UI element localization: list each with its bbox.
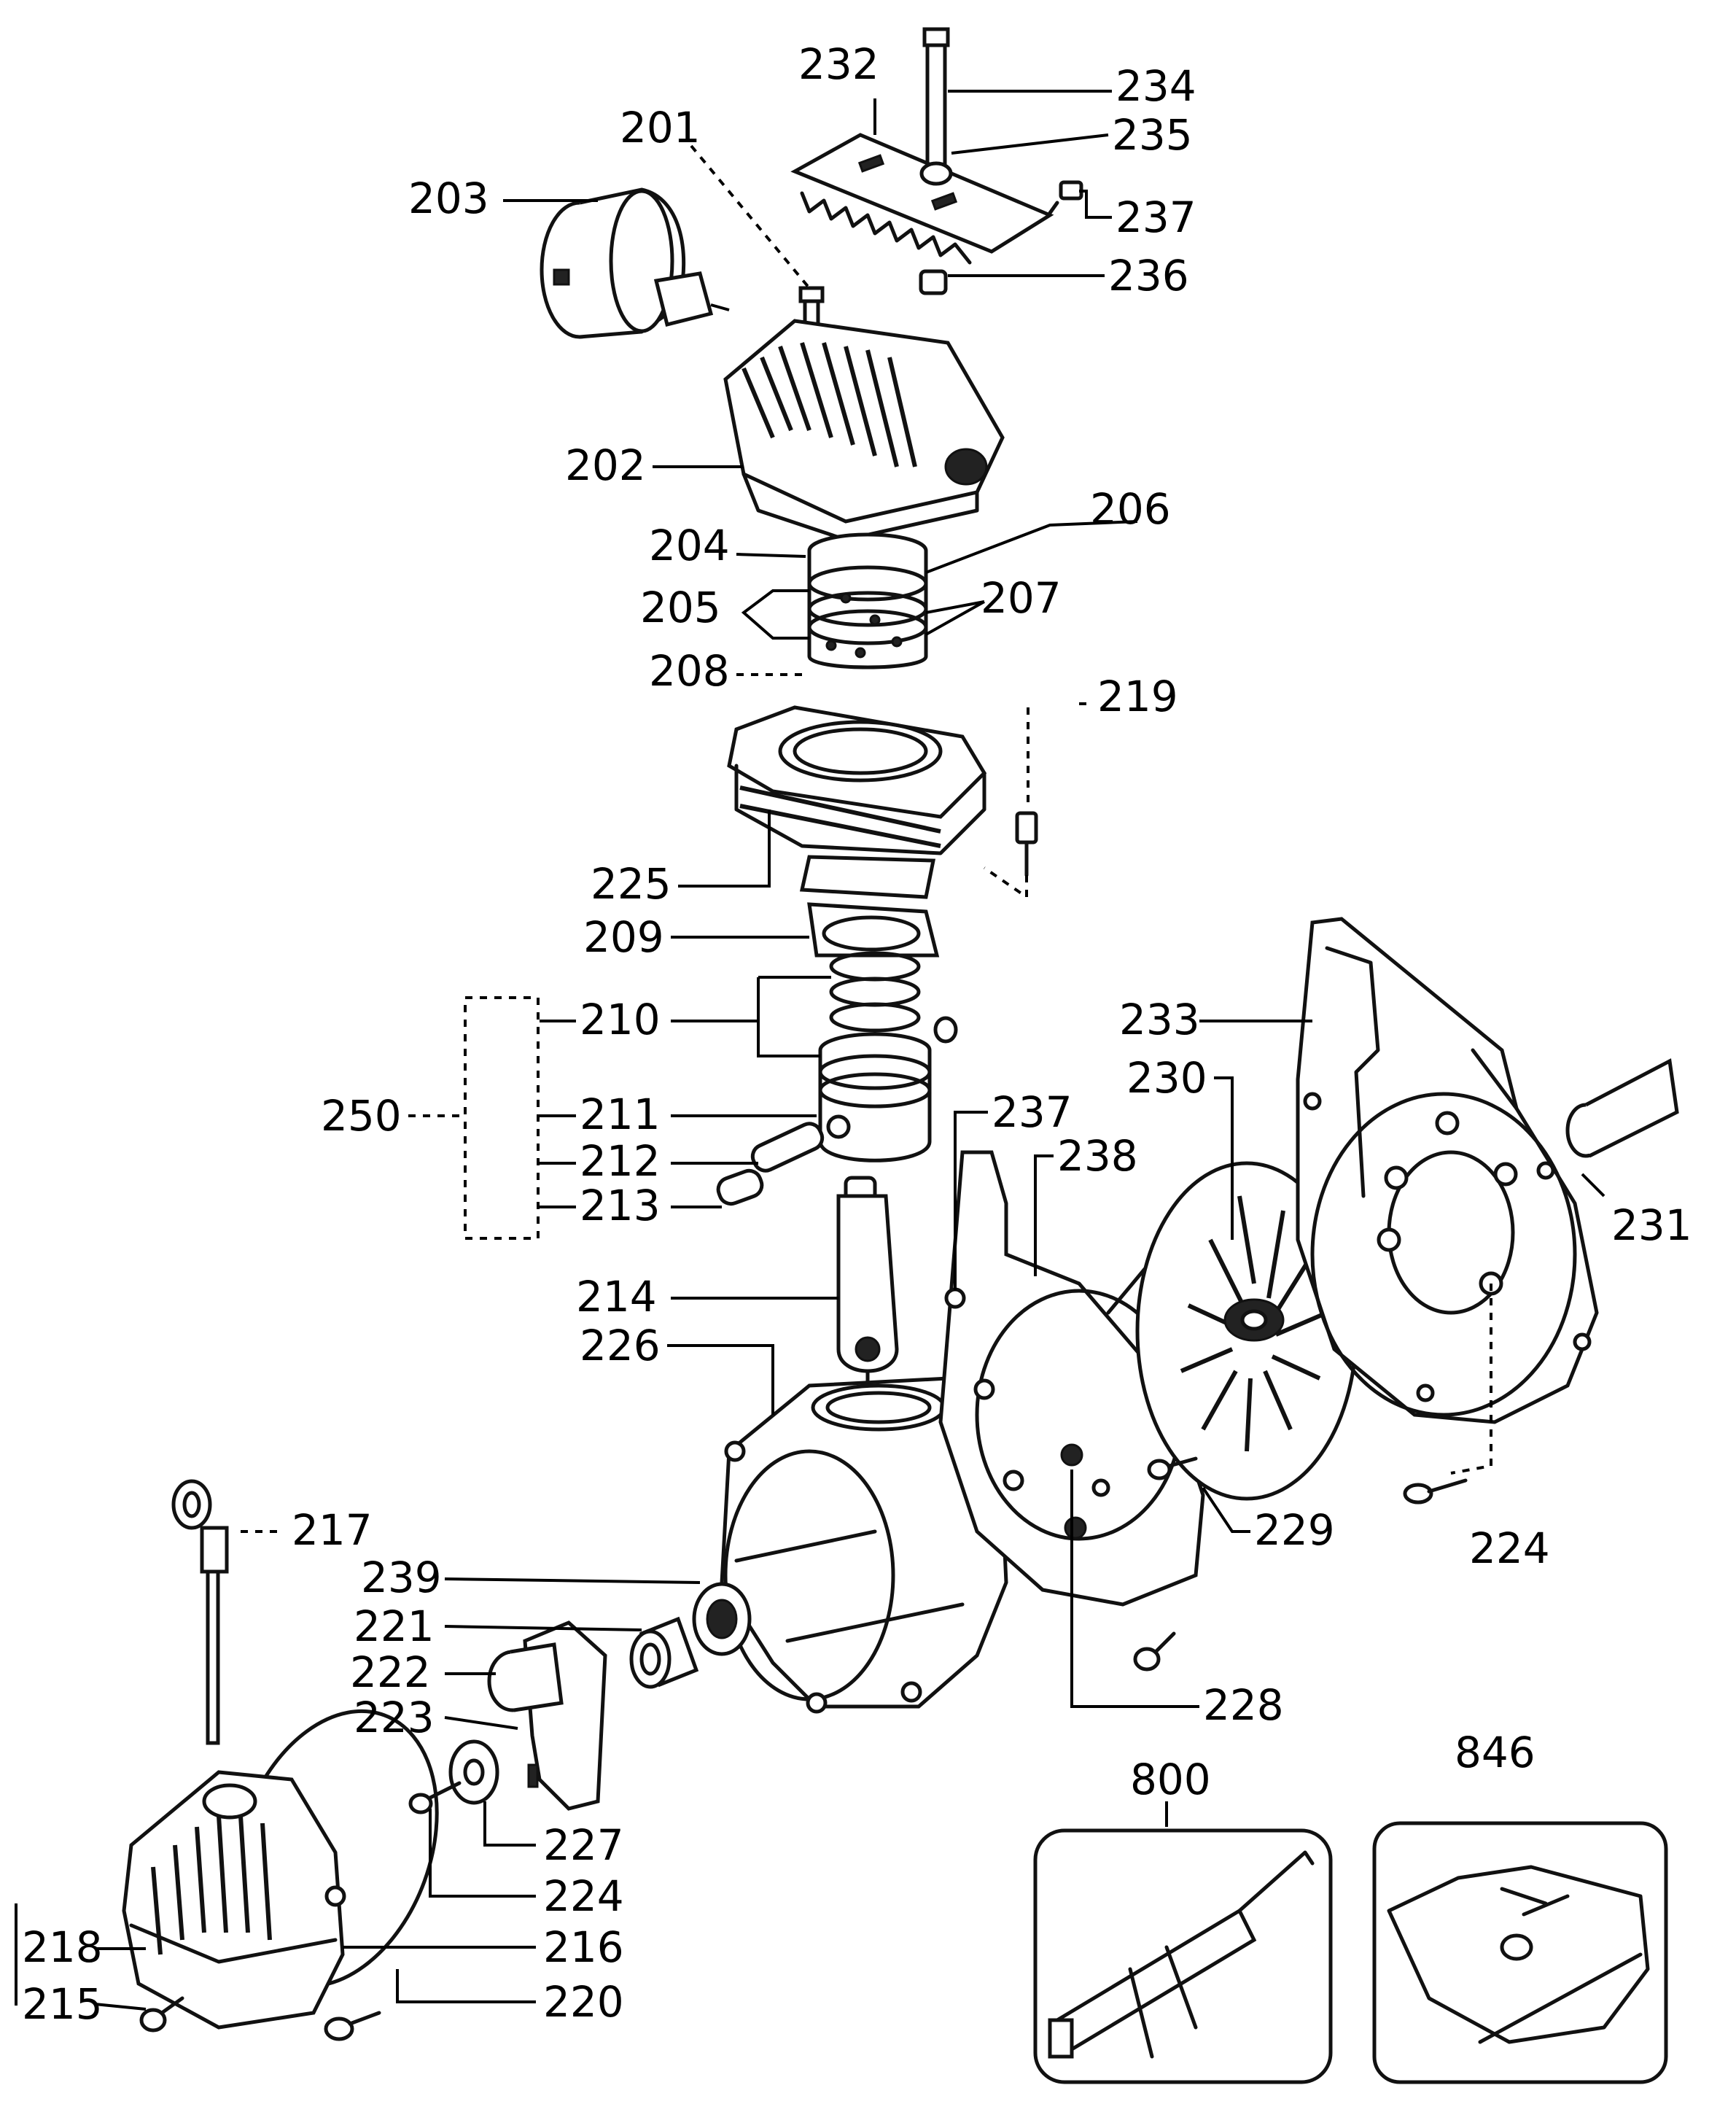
- part-218-crankcase-cover: [122, 1770, 346, 2030]
- part-shaft: [1565, 1058, 1679, 1158]
- label-210: 210: [580, 995, 661, 1044]
- label-224-right: 224: [1469, 1523, 1550, 1573]
- part-219-bolt: [1015, 811, 1038, 877]
- label-232: 232: [798, 39, 879, 89]
- part-213-pin: [716, 1168, 764, 1206]
- kit-846-box: [1372, 1821, 1668, 2084]
- label-201: 201: [620, 103, 701, 152]
- part-circlip: [933, 1016, 958, 1044]
- label-221: 221: [354, 1602, 435, 1651]
- label-234: 234: [1116, 61, 1196, 111]
- part-217-dipstick: [171, 1479, 229, 1745]
- label-238: 238: [1057, 1131, 1138, 1181]
- kit-250-box: [464, 996, 540, 1240]
- label-209: 209: [583, 912, 664, 962]
- part-229-screw: [1147, 1456, 1198, 1480]
- part-204-208-stack: [807, 532, 928, 669]
- part-211-piston: [818, 1032, 932, 1162]
- label-213: 213: [580, 1181, 661, 1230]
- part-234-bolt: [922, 27, 950, 170]
- label-205: 205: [640, 583, 721, 632]
- part-236-nut: [919, 269, 948, 295]
- label-204: 204: [649, 521, 730, 570]
- part-224-screw-right: [1403, 1478, 1468, 1505]
- part-203-air-filter: [540, 187, 730, 339]
- label-235: 235: [1112, 110, 1193, 160]
- label-215: 215: [22, 1979, 103, 2029]
- label-217: 217: [292, 1505, 373, 1555]
- label-207: 207: [981, 573, 1062, 623]
- label-225: 225: [591, 859, 672, 909]
- part-215-screw: [139, 1996, 184, 2033]
- part-222-crankshaft: [487, 1620, 607, 1811]
- label-229: 229: [1254, 1505, 1335, 1555]
- label-239: 239: [361, 1553, 442, 1602]
- label-237-top: 237: [1116, 193, 1196, 242]
- part-228-screw: [1133, 1631, 1176, 1672]
- part-225-cylinder: [727, 705, 987, 899]
- part-226-crankcase: [720, 1376, 1008, 1714]
- part-220-screw: [324, 2011, 381, 2041]
- label-212: 212: [580, 1136, 661, 1186]
- label-211: 211: [580, 1090, 661, 1139]
- label-216: 216: [543, 1922, 624, 1972]
- part-238-back-plate: [938, 1150, 1205, 1607]
- part-212-wrist-pin: [750, 1122, 825, 1173]
- part-233-fan-shroud: [1296, 917, 1599, 1424]
- label-227: 227: [543, 1820, 624, 1870]
- label-226: 226: [580, 1321, 661, 1370]
- label-206: 206: [1090, 484, 1171, 534]
- part-239-bearing: [692, 1582, 752, 1656]
- label-846: 846: [1455, 1728, 1535, 1777]
- label-800: 800: [1130, 1755, 1211, 1804]
- label-230: 230: [1126, 1053, 1207, 1103]
- label-231: 231: [1611, 1200, 1692, 1250]
- part-209-gasket: [807, 902, 940, 958]
- label-233: 233: [1119, 995, 1200, 1044]
- label-220: 220: [543, 1977, 624, 2027]
- label-203: 203: [408, 174, 489, 223]
- part-210-rings: [829, 951, 921, 1033]
- label-250: 250: [321, 1091, 402, 1141]
- label-236: 236: [1108, 251, 1189, 300]
- label-222: 222: [350, 1647, 431, 1697]
- label-218: 218: [22, 1922, 103, 1972]
- kit-800-box: [1033, 1828, 1333, 2084]
- part-227-washer: [448, 1739, 499, 1805]
- label-214: 214: [576, 1272, 657, 1321]
- part-232-valve-plate: [790, 133, 1054, 265]
- leader-lines: [15, 90, 1605, 2011]
- part-235-washer: [919, 161, 953, 186]
- label-208: 208: [649, 646, 730, 696]
- part-labels: 232 234 235 201 237 203 236 202 206 204 …: [22, 39, 1692, 2029]
- label-228: 228: [1203, 1680, 1284, 1730]
- label-219: 219: [1097, 672, 1178, 721]
- label-224-left: 224: [543, 1871, 624, 1921]
- label-202: 202: [565, 440, 646, 490]
- label-237-mid: 237: [992, 1087, 1073, 1137]
- part-202-cylinder-head: [723, 319, 1005, 542]
- part-221-bearing: [629, 1616, 699, 1689]
- part-237-screw: [1048, 180, 1083, 215]
- label-223: 223: [354, 1693, 435, 1742]
